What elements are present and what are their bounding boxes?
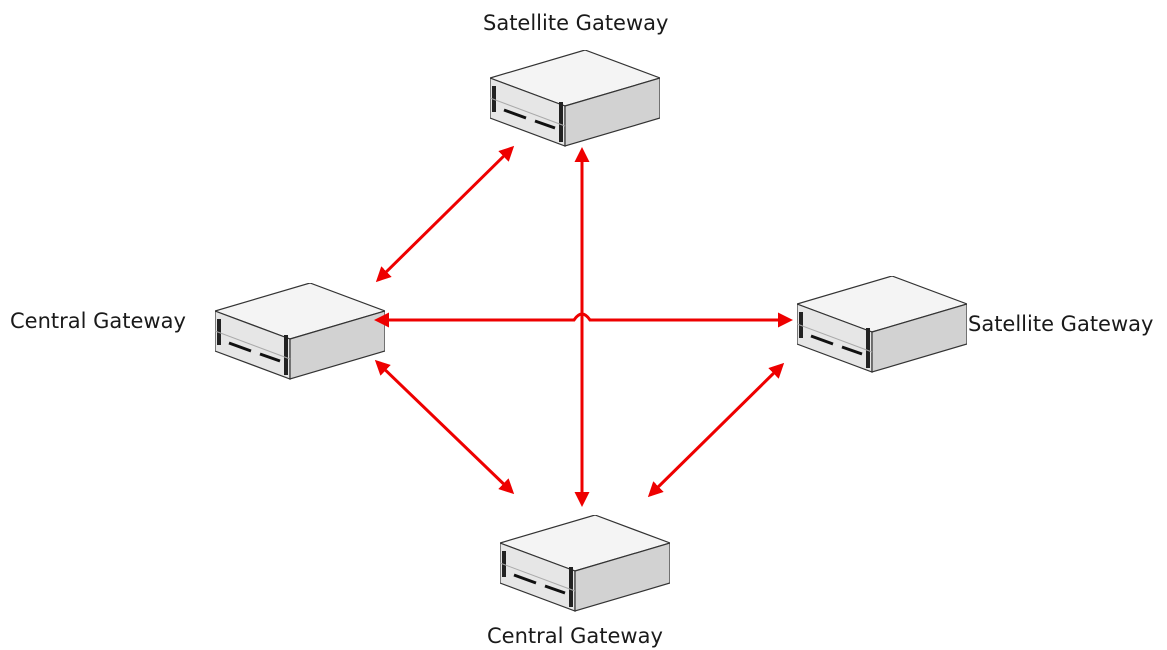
server-icon-left bbox=[215, 283, 385, 381]
server-icon-bottom bbox=[500, 515, 670, 613]
node-label-top: Satellite Gateway bbox=[483, 11, 669, 35]
link-left-right bbox=[374, 312, 793, 328]
node-label-right: Satellite Gateway bbox=[968, 312, 1154, 336]
node-label-bottom: Central Gateway bbox=[487, 624, 663, 648]
server-icon-top bbox=[490, 50, 660, 148]
link-top-left bbox=[375, 145, 515, 283]
node-label-left: Central Gateway bbox=[10, 309, 186, 333]
server-icon-right bbox=[797, 276, 967, 374]
link-right-bottom bbox=[647, 362, 785, 498]
link-left-bottom bbox=[374, 359, 515, 495]
